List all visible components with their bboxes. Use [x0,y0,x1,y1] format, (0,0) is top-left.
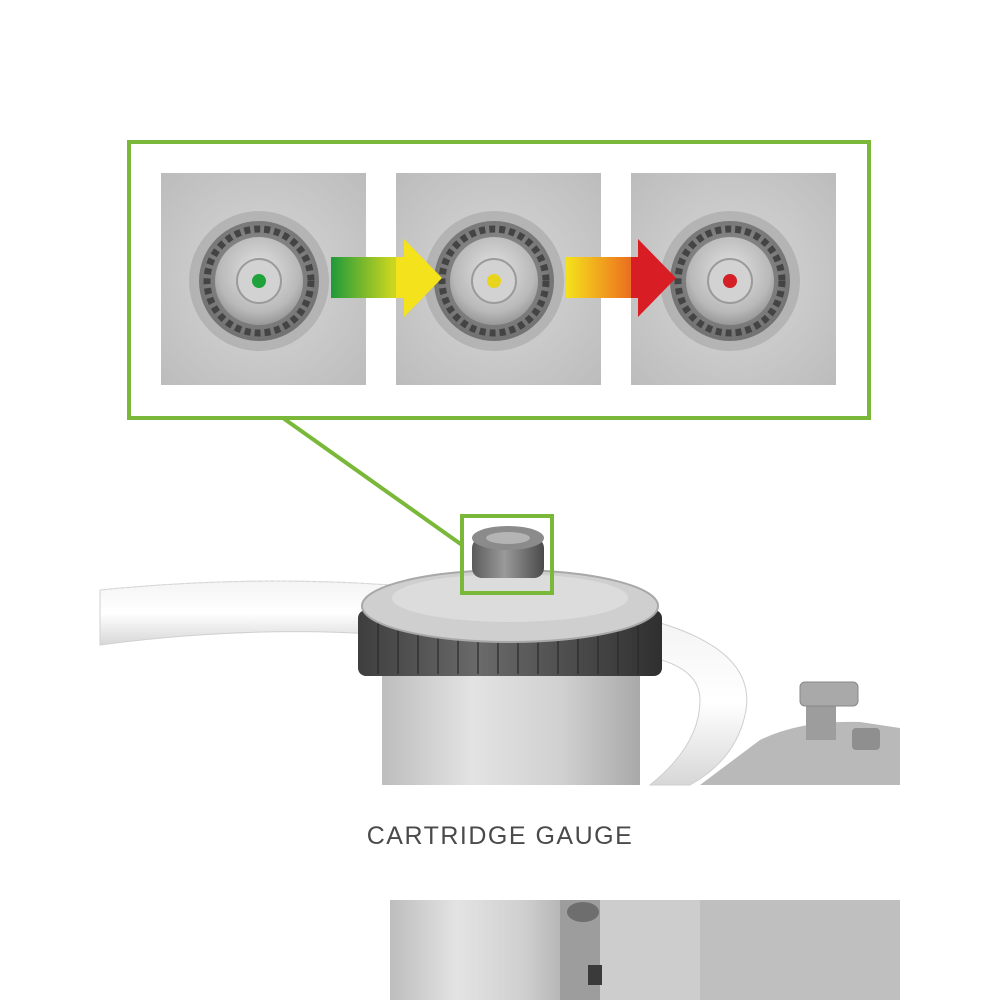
pump-base-photo [390,900,900,1000]
indicator-green [252,274,266,288]
caption-text: CARTRIDGE GAUGE [366,822,634,850]
indicator-yellow [487,274,501,288]
filter-pump-photo [99,526,900,786]
gauge-highlight-box [460,514,554,595]
indicator-red [723,274,737,288]
gauge-panel-clean [161,173,366,385]
callout-connector-line [281,416,464,547]
gauge-panel-moderate [396,173,601,385]
